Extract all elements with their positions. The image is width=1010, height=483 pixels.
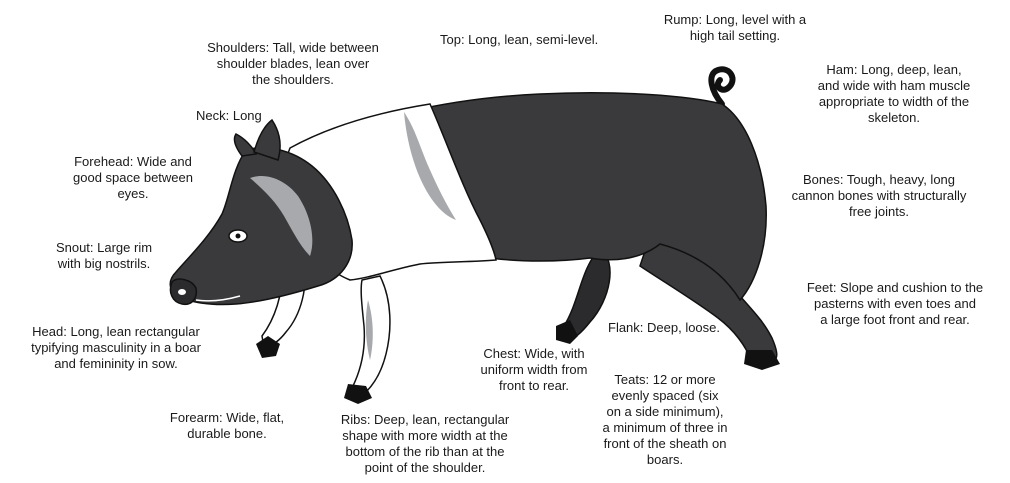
- ear-left: [234, 134, 256, 156]
- label-rump: Rump: Long, level with a high tail setti…: [640, 12, 830, 44]
- label-flank: Flank: Deep, loose.: [608, 320, 768, 336]
- label-neck: Neck: Long: [196, 108, 306, 124]
- ear-right: [254, 120, 280, 160]
- label-top: Top: Long, lean, semi-level.: [440, 32, 640, 48]
- label-shoulders: Shoulders: Tall, wide between shoulder b…: [186, 40, 400, 88]
- nostril-icon: [178, 289, 186, 295]
- label-forehead: Forehead: Wide and good space between ey…: [48, 154, 218, 202]
- label-ribs: Ribs: Deep, lean, rectangular shape with…: [318, 412, 532, 476]
- label-head: Head: Long, lean rectangular typifying m…: [6, 324, 226, 372]
- label-teats: Teats: 12 or more evenly spaced (six on …: [582, 372, 748, 468]
- label-ham: Ham: Long, deep, lean, and wide with ham…: [794, 62, 994, 126]
- label-feet: Feet: Slope and cushion to the pasterns …: [790, 280, 1000, 328]
- label-snout: Snout: Large rim with big nostrils.: [32, 240, 176, 272]
- tail-icon: [711, 69, 732, 104]
- label-forearm: Forearm: Wide, flat, durable bone.: [152, 410, 302, 442]
- label-bones: Bones: Tough, heavy, long cannon bones w…: [772, 172, 986, 220]
